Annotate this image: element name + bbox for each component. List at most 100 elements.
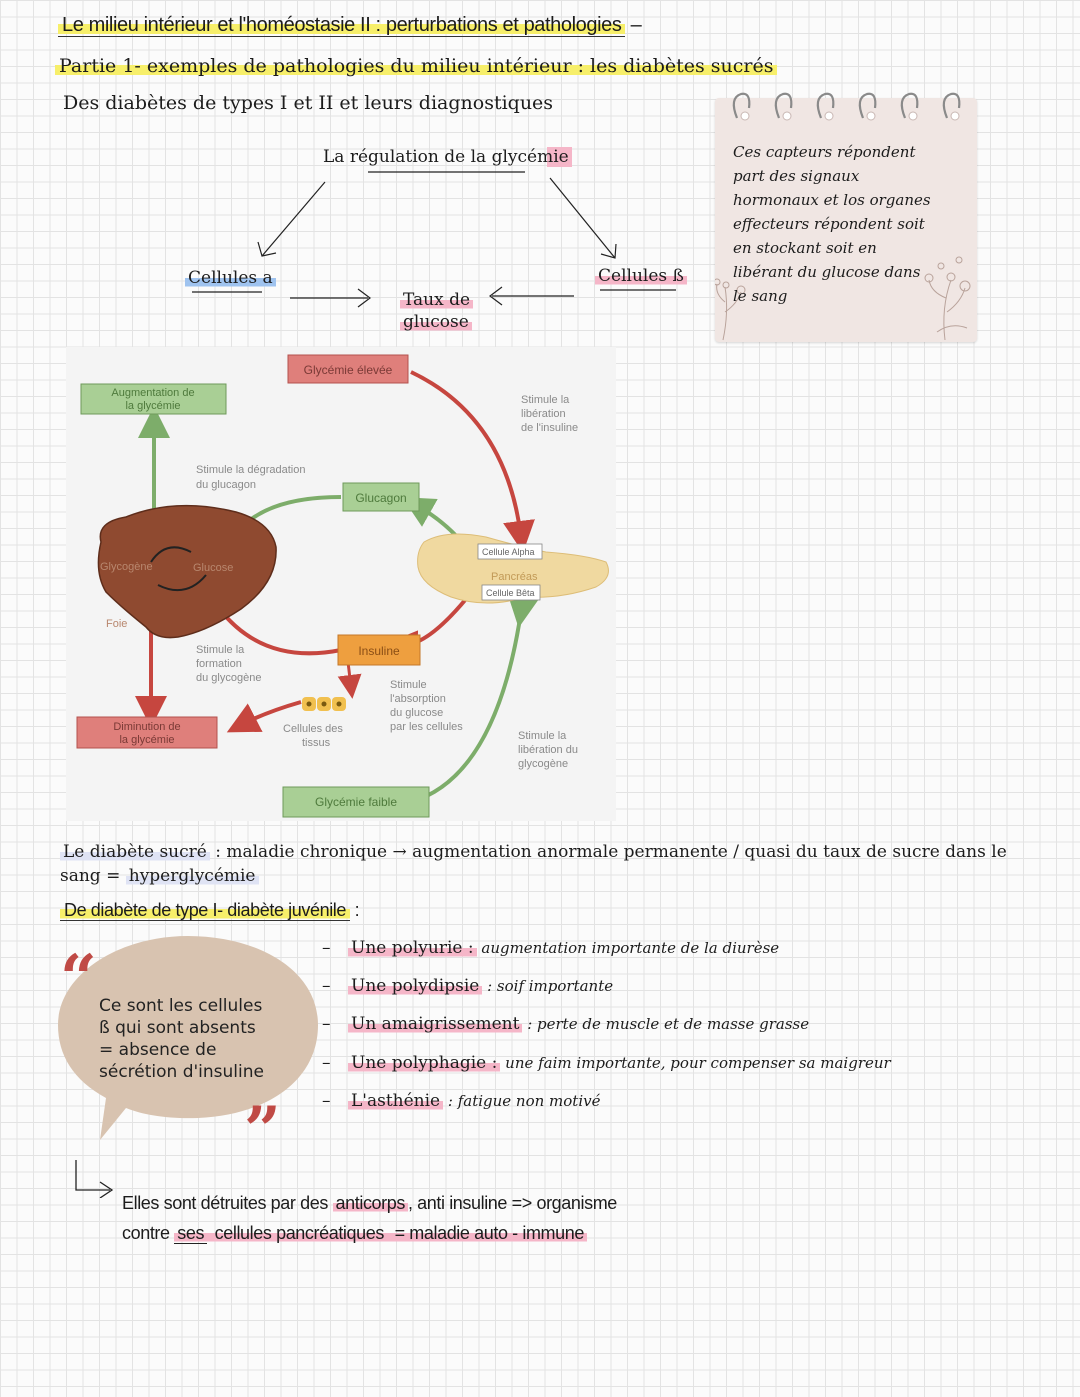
symptom-name: Une polydipsie [348,976,483,997]
bubble-shape [58,936,318,1140]
increase-box [80,383,227,415]
low-glycemia-label: Glycémie faible [315,795,397,809]
cell-beta-label: Cellule Bêta [486,588,535,598]
decrease-label-1: Diminution de [113,721,180,733]
ses-term: ses [174,1223,208,1244]
increase-label-1: Augmentation de [111,387,194,399]
part-heading: Partie 1- exemples de pathologies du mil… [55,55,778,77]
stim-glycogen-1: Stimule la [518,730,567,742]
symptom-name: L'asthénie [348,1090,444,1111]
arrowhead-a [357,288,371,308]
arrow-high-to-pancreas [410,370,535,553]
symptom-list: –Une polyurie : augmentation importante … [322,938,891,1129]
list-item: –Une polyurie : augmentation importante … [322,938,780,958]
autoimmune-line-2: contre ses cellules pancréatiques = mala… [122,1218,617,1248]
sticky-note: Ces capteurs répondent part des signaux … [715,92,977,342]
ring-6 [942,92,961,119]
autoimmune-text: Elles sont détruites par des anticorps, … [122,1188,617,1248]
note-line-2: part des signaux [733,167,860,185]
symptom-name: Un amaigrissement [348,1014,523,1035]
section-subtitle-text: Des diabètes de types I et II et leurs d… [63,92,554,114]
cell-b-label: Cellules ß [595,266,687,286]
increase-label-2: la glycémie [125,400,180,412]
speech-bubble: “ ” [58,936,318,1145]
stim-insulin-2: libération [521,408,566,420]
type1-heading: De diabète de type I- diabète juvénile : [60,900,360,921]
cycle-arrow-top [150,546,192,563]
autoimmune-disease-term: = maladie auto - immune [386,1223,587,1243]
corner-arrow-icon [75,1160,114,1198]
tissue-label-2: tissus [302,737,331,749]
symptom-name: Une polyurie : [348,938,477,958]
arrow-to-cell-a [261,181,326,257]
definition-result: hyperglycémie [125,866,259,886]
cell-a-label: Cellules a [185,268,276,288]
pancreatic-cells-term: cellules pancréatiques [207,1223,387,1243]
stim-degrad-2: du glucagon [196,479,256,491]
stim-insulin-3: de l'insuline [521,422,578,434]
glycemia-diagram: Glycogène Glucose Foie Cellule Alpha Pan… [66,347,616,821]
ring-5 [900,92,919,119]
glycogene-label: Glycogène [100,561,153,573]
arrow-low-to-pancreas [410,593,540,804]
arrow-insulin-to-tissue [337,661,362,699]
pancreas-icon [417,533,609,604]
stim-absorb-2: l'absorption [390,693,446,705]
bubble-line-2: ß qui sont absents [99,1018,256,1038]
regulation-title: La régulation de la glycémie [320,147,572,167]
stim-insulin-1: Stimule la [521,394,570,406]
list-item: –Une polydipsie : soif importante [322,976,614,997]
pancreas-label: Pancréas [491,571,538,583]
ring-4 [858,92,877,119]
glucose-level-label: Taux de glucose [400,289,474,333]
regulation-arrows [192,171,676,308]
note-line-3: hormonaux et los organes [733,191,931,209]
arrowhead-cell-b [600,243,617,259]
page-title-text: Le milieu intérieur et l'homéostasie II … [58,14,626,37]
floral-decoration-icon [715,256,971,341]
definition-rest: : maladie chronique → augmentation anorm… [60,842,1007,886]
part-heading-text: Partie 1- exemples de pathologies du mil… [55,55,778,77]
low-glycemia-box [282,786,430,818]
close-quote-icon: ” [244,1093,281,1145]
taux-line2: glucose [400,312,472,332]
bubble-line-4: sécrétion d'insuline [99,1062,264,1082]
arrowhead-b [489,286,503,306]
symptom-desc: : soif importante [482,977,614,996]
tissue-cells-icon [302,697,346,711]
note-text: Ces capteurs répondent part des signaux … [733,140,973,308]
bubble-line-1: Ce sont les cellules [99,996,263,1016]
glucagon-label: Glucagon [355,491,406,505]
cell-alpha-box [477,543,543,560]
bubble-text: Ce sont les cellules ß qui sont absents … [99,995,289,1083]
high-glycemia-box [287,354,409,384]
stim-degrad-1: Stimule la dégradation [196,464,305,476]
note-line-5: en stockant soit en [733,239,877,257]
liver-icon [97,504,277,639]
ring-3 [816,92,835,119]
note-line-1: Ces capteurs répondent [733,143,916,161]
section-subtitle: Des diabètes de types I et II et leurs d… [60,92,556,114]
type1-heading-colon: : [350,900,360,920]
foie-label: Foie [106,618,127,630]
stim-formation-1: Stimule la [196,644,245,656]
open-quote-icon: “ [60,941,97,1016]
symptom-desc: augmentation importante de la diurèse [476,939,780,957]
insulin-label: Insuline [358,644,400,658]
list-item: –Un amaigrissement : perte de muscle et … [322,1014,810,1035]
stim-absorb-1: Stimule [390,679,427,691]
definition-paragraph: Le diabète sucré : maladie chronique → a… [60,840,1020,888]
symptom-name: Une polyphagie : [348,1052,501,1073]
bubble-line-3: = absence de [99,1040,217,1060]
cell-alpha-label: Cellule Alpha [482,547,535,557]
stim-glycogen-3: glycogène [518,758,568,770]
tissue-label-1: Cellules des [283,723,343,735]
definition-term: Le diabète sucré [60,842,210,862]
stim-glycogen-2: libération du [518,744,578,756]
glucose-label: Glucose [193,562,233,574]
regulation-title-text: La régulation de la glycémie [320,147,572,167]
symptom-desc: : fatigue non motivé [443,1091,601,1110]
insulin-box [337,634,421,666]
cell-b-text: Cellules ß [595,266,687,286]
cycle-arrow-bottom [157,574,207,592]
